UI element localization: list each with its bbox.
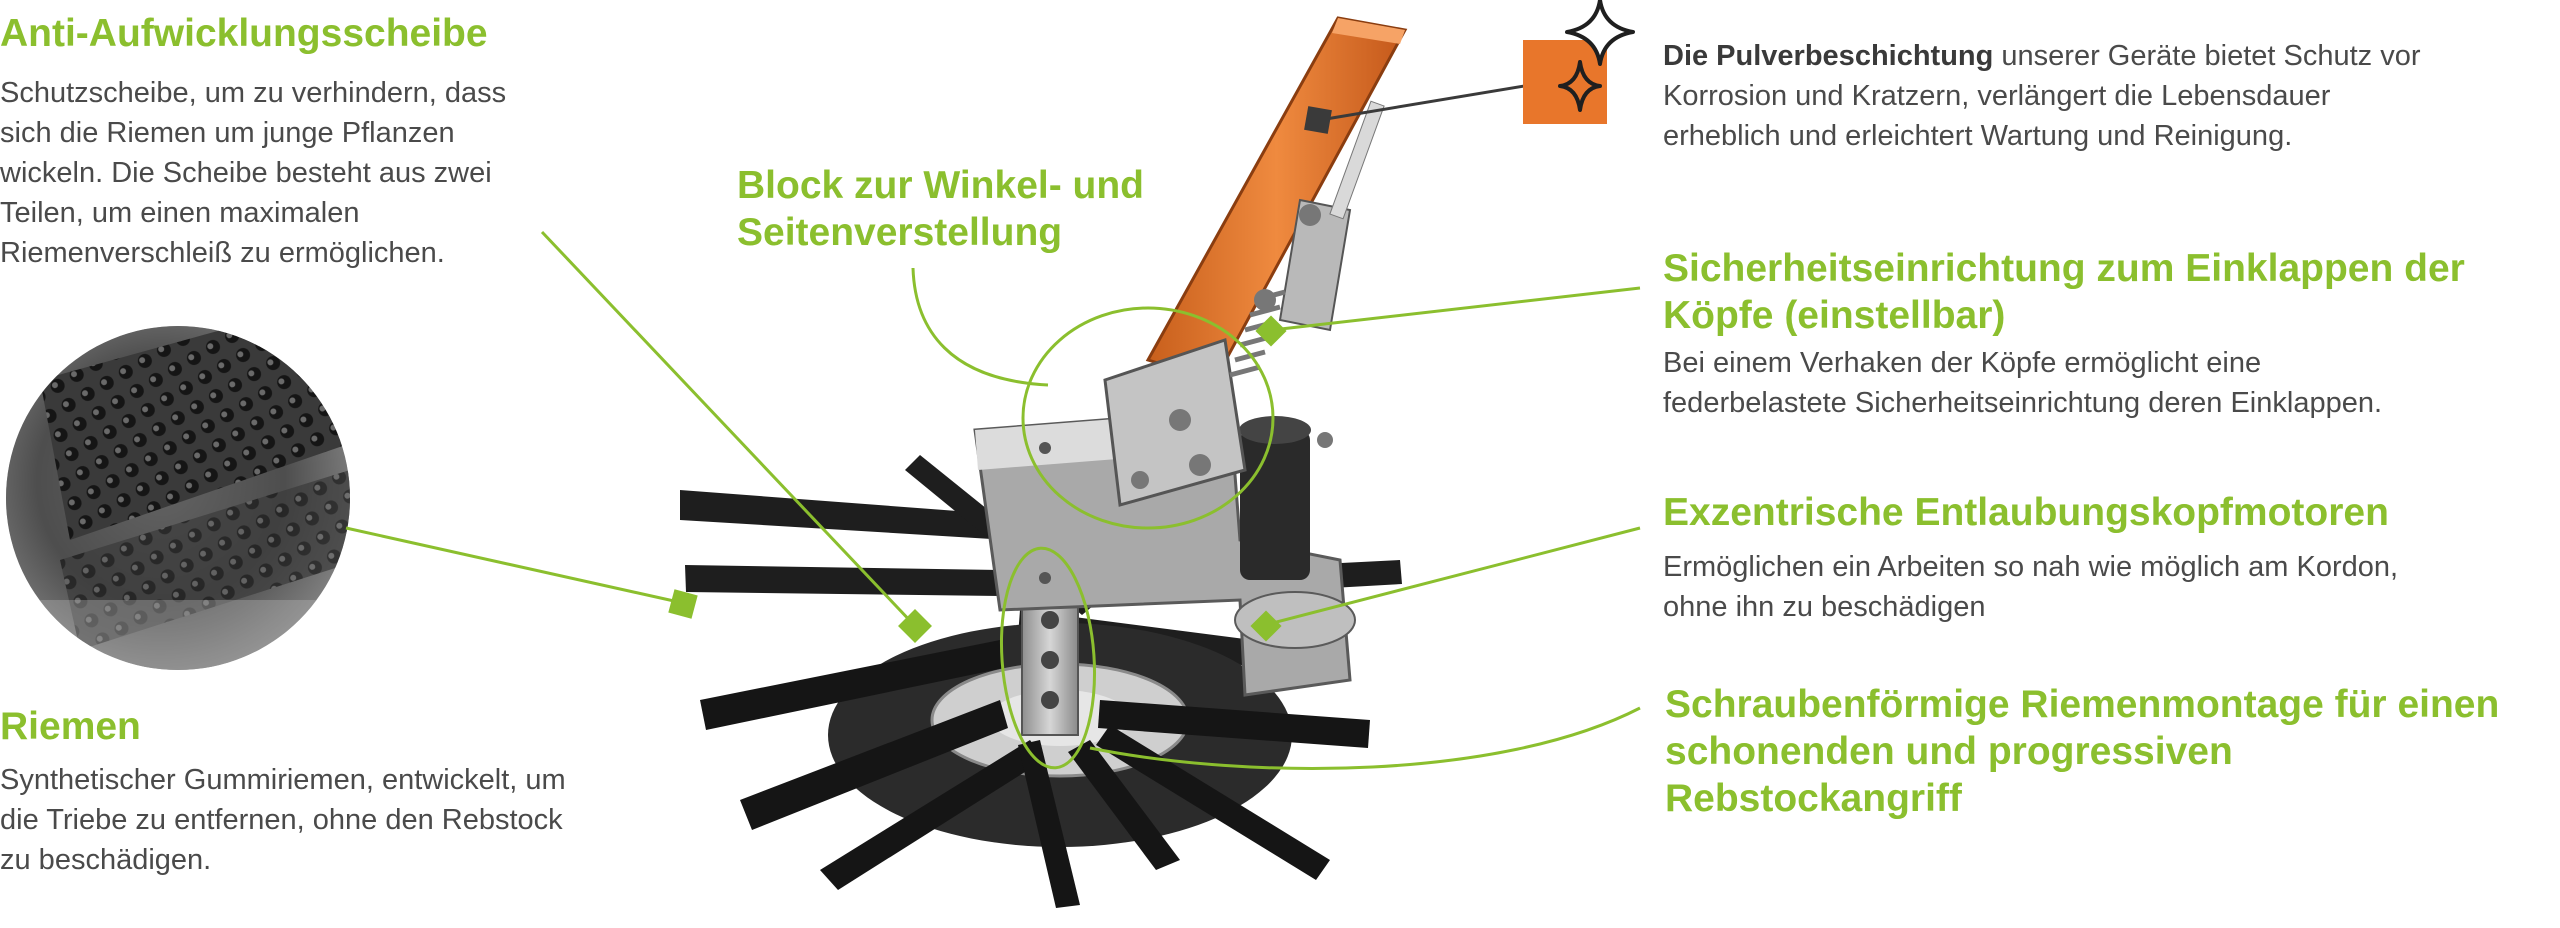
powder-marker	[1304, 106, 1332, 134]
safety-title: Sicherheitseinrichtung zum Einklappen de…	[1663, 247, 2465, 337]
sparkle-icon	[1523, 0, 1635, 124]
helical-mount-highlight	[999, 546, 1097, 770]
powder-bold: Die Pulverbeschichtung	[1663, 40, 1994, 72]
belt-closeup-photo	[6, 326, 350, 670]
helical-title: Schraubenförmige Riemenmontage für einen…	[1665, 683, 2500, 820]
motor	[1239, 416, 1333, 580]
disc-description: Schutzscheibe, um zu verhindern, dass si…	[0, 77, 507, 269]
motors-description: Ermöglichen ein Arbeiten so nah wie mögl…	[1663, 551, 2399, 623]
leader-lines	[345, 83, 1641, 770]
powder-description: Die Pulverbeschichtung unserer Geräte bi…	[1663, 40, 2421, 152]
adjustment-block-highlight	[1021, 306, 1275, 530]
safety-description: Bei einem Verhaken der Köpfe ermöglicht …	[1663, 347, 2383, 419]
motors-title: Exzentrische Entlaubungskopfmotoren	[1663, 491, 2389, 534]
block-title: Block zur Winkel- und Seitenverstellung	[737, 164, 1145, 254]
disc-title: Anti-Aufwicklungsscheibe	[0, 12, 488, 55]
belt-description: Synthetischer Gummiriemen, entwickelt, u…	[0, 764, 566, 876]
belt-title: Riemen	[0, 705, 141, 748]
safety-linkage	[1103, 100, 1385, 507]
